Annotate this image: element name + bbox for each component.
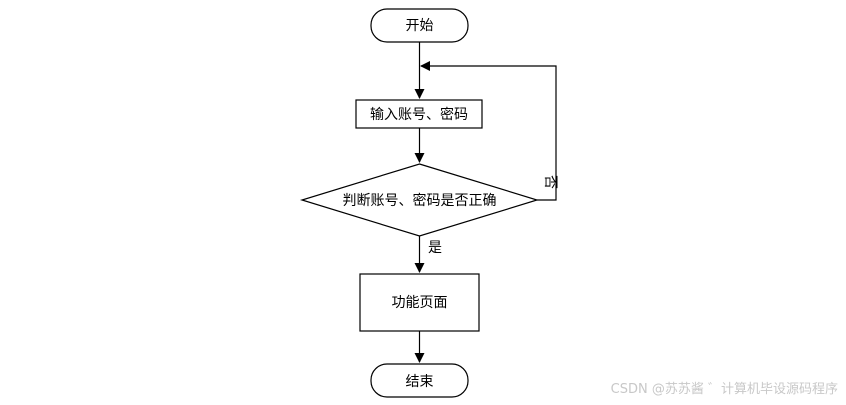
input-label: 输入账号、密码 (370, 106, 468, 123)
start-node: 开始 (370, 8, 469, 43)
decision-node: 判断账号、密码是否正确 (299, 163, 540, 237)
input-node: 输入账号、密码 (355, 99, 483, 129)
end-node: 结束 (370, 363, 469, 398)
function-page-node: 功能页面 (359, 273, 480, 332)
edge-label-yes: 是 (428, 240, 442, 256)
function-page-label: 功能页面 (392, 295, 448, 311)
decision-label: 判断账号、密码是否正确 (343, 192, 497, 209)
edge-decision-no-loop (420, 61, 557, 201)
edge-label-no: 否 (542, 175, 558, 189)
watermark: CSDN @苏苏酱 ゛计算机毕设源码程序 (610, 382, 838, 397)
end-label: 结束 (406, 374, 434, 390)
start-label: 开始 (406, 18, 434, 34)
